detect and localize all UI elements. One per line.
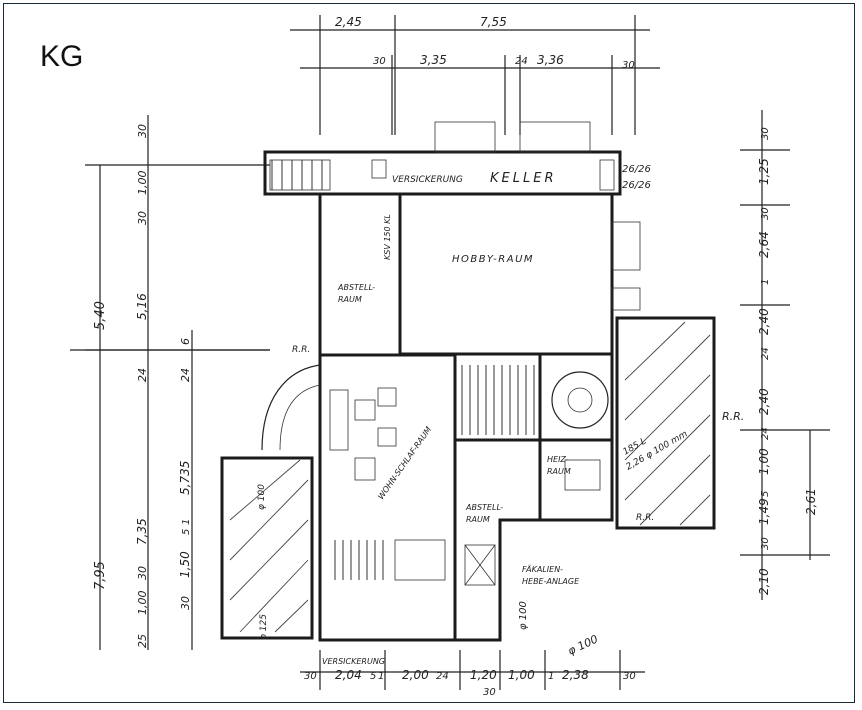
- label-abstell-mid-1: ABSTELL-: [465, 503, 503, 512]
- dim-left-outer-a: 5,40: [93, 301, 108, 330]
- dim-bot-d: 1: [378, 671, 384, 682]
- dim-top-2a: 30: [373, 56, 386, 67]
- label-window-26a: 26/26: [622, 164, 651, 175]
- dim-left-inner-a: 6: [179, 338, 192, 345]
- label-rr-bottom: R.R.: [636, 513, 654, 523]
- dim-left-inner-b: 24: [179, 368, 192, 382]
- dim-bot-l: 30: [483, 687, 496, 698]
- dim-right-j: 1,00: [757, 448, 771, 475]
- dim-right-f: 2,40: [757, 308, 771, 335]
- dim-left-inner-g: 30: [179, 596, 192, 610]
- dim-bot-i: 1: [548, 671, 554, 682]
- label-phi-bottom: φ 100: [566, 633, 600, 658]
- dim-bot-k: 30: [623, 671, 636, 682]
- top-dimensions: 2,45 7,55 30 3,35 24 3,36 30: [290, 15, 660, 135]
- right-dimensions: 30 1,25 30 2,64 1 2,40 24 2,40 24 1,00 1…: [740, 110, 830, 600]
- dim-left-mid-30top: 30: [136, 124, 149, 138]
- dim-left-mid-h: 25: [136, 634, 149, 648]
- dim-left-inner-e: 5: [181, 529, 192, 535]
- label-wohn-schlaf: WOHN-SCHLAF-RAUM: [376, 425, 433, 501]
- dim-left-mid-f: 30: [136, 566, 149, 580]
- dim-left-mid-c: 5,16: [135, 293, 149, 320]
- dim-left-mid-d: 24: [136, 368, 149, 382]
- dim-right-a: 30: [760, 127, 771, 140]
- dim-top-2c: 24: [515, 56, 528, 67]
- dim-bot-b: 2,04: [335, 668, 362, 682]
- dim-bot-f: 24: [436, 671, 449, 682]
- label-window-26b: 26/26: [622, 180, 651, 191]
- walls: [220, 121, 716, 642]
- dim-bot-c: 5: [370, 671, 376, 682]
- dim-right-d: 2,64: [757, 231, 771, 258]
- dim-right-i: 24: [760, 427, 771, 440]
- label-versickerung-top: VERSICKERUNG: [392, 175, 463, 185]
- sheet-label: KG: [40, 40, 84, 73]
- label-phi-right: φ 100: [518, 601, 529, 630]
- dim-left-inner-c: 5,735: [178, 461, 192, 495]
- label-heiz-1: HEIZ-: [547, 455, 569, 464]
- dim-top-2b: 3,35: [420, 53, 447, 67]
- label-phi-left2: φ 125: [259, 614, 269, 640]
- dim-right-e: 1: [760, 279, 771, 285]
- dim-right-b: 1,25: [757, 158, 771, 185]
- dim-bot-h: 1,00: [508, 668, 535, 682]
- label-phi-left: φ 100: [257, 484, 267, 510]
- dim-right-k: 1,49: [757, 498, 771, 525]
- dim-right-g: 24: [760, 347, 771, 360]
- dim-left-inner-d: 1: [181, 519, 192, 525]
- dim-right-o: 5: [760, 491, 771, 497]
- dim-right-n: 2,61: [804, 488, 818, 515]
- bottom-dimensions: 30 2,04 5 1 2,00 24 1,20 1,00 1 2,38 30 …: [300, 650, 645, 698]
- label-abstell-mid-2: RAUM: [466, 515, 490, 524]
- drawing-frame: [3, 3, 855, 703]
- dim-top-2e: 30: [622, 60, 635, 71]
- dim-bot-a: 30: [304, 671, 317, 682]
- furniture: [329, 159, 615, 586]
- left-dimensions: 5,40 7,95 30 1,00 30 5,16 24 7,35 30 1,0…: [70, 115, 270, 650]
- label-keller: KELLER: [490, 171, 556, 186]
- dim-left-mid-e: 7,35: [135, 518, 149, 545]
- dim-left-mid-a: 1,00: [136, 171, 149, 196]
- dim-right-c: 30: [760, 207, 771, 220]
- label-faekalien-2: HEBE-ANLAGE: [522, 577, 580, 586]
- label-rr-right: R.R.: [722, 410, 744, 423]
- dim-bot-g: 1,20: [470, 668, 497, 682]
- label-faekalien-1: FÄKALIEN-: [522, 564, 563, 574]
- label-ksv: KSV 150 KL: [383, 214, 392, 260]
- dim-right-m: 2,10: [757, 568, 771, 595]
- dim-right-l: 30: [760, 537, 771, 550]
- dim-left-inner-f: 1,50: [178, 551, 192, 578]
- dim-bot-e: 2,00: [402, 668, 429, 682]
- label-versickerung-bottom: VERSICKERUNG: [322, 657, 385, 666]
- dim-bot-j: 2,38: [562, 668, 589, 682]
- dim-top-1a: 2,45: [335, 15, 362, 29]
- hatched-areas: [229, 160, 711, 633]
- label-heiz-2: RAUM: [547, 467, 571, 476]
- label-hobby: HOBBY-RAUM: [452, 254, 534, 265]
- dim-top-2d: 3,36: [537, 53, 564, 67]
- label-rr-left: R.R.: [292, 345, 310, 355]
- dim-top-1b: 7,55: [480, 15, 507, 29]
- dim-left-outer-b: 7,95: [93, 561, 108, 590]
- dim-left-mid-g: 1,00: [136, 591, 149, 616]
- dim-right-h: 2,40: [757, 388, 771, 415]
- label-abstell-left-1: ABSTELL-: [337, 283, 375, 292]
- dim-left-mid-b: 30: [136, 211, 149, 225]
- label-abstell-left-2: RAUM: [338, 295, 362, 304]
